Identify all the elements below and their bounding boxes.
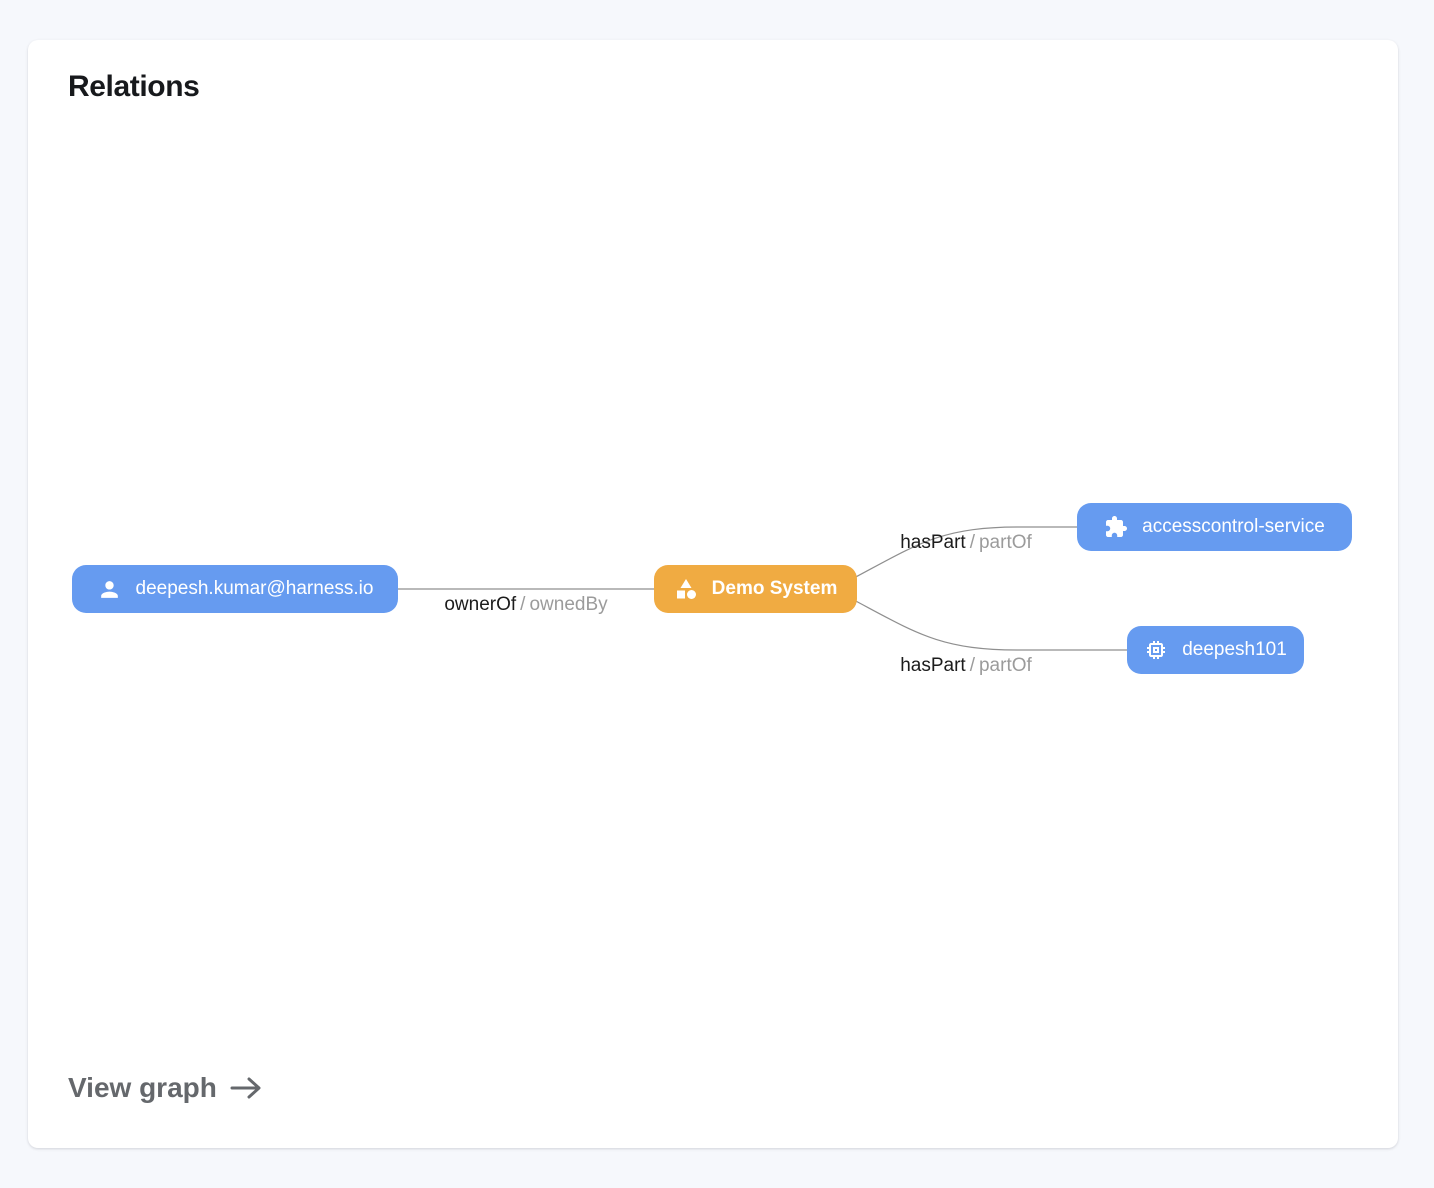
node-label: deepesh.kumar@harness.io <box>135 578 374 599</box>
person-icon <box>97 577 122 602</box>
puzzle-icon <box>1104 515 1128 539</box>
relations-graph: deepesh.kumar@harness.io Demo System acc… <box>28 40 1398 1148</box>
arrow-right-icon <box>229 1075 263 1101</box>
node-user[interactable]: deepesh.kumar@harness.io <box>72 565 398 613</box>
card-title: Relations <box>68 70 200 103</box>
node-label: accesscontrol-service <box>1142 516 1325 537</box>
chip-icon <box>1144 638 1168 662</box>
node-system[interactable]: Demo System <box>654 565 857 613</box>
relations-card: Relations deepesh.kumar@harness.io <box>28 40 1398 1148</box>
edge-label-haspart-bottom: hasPart/partOf <box>900 655 1032 676</box>
view-graph-label: View graph <box>68 1072 217 1103</box>
view-graph-link[interactable]: View graph <box>68 1072 263 1104</box>
node-service[interactable]: accesscontrol-service <box>1077 503 1352 551</box>
node-label: Demo System <box>711 578 838 599</box>
node-component[interactable]: deepesh101 <box>1127 626 1304 674</box>
edge-haspart-bottom <box>851 598 1136 651</box>
edge-label-owner: ownerOf/ownedBy <box>444 594 608 615</box>
edge-label-haspart-top: hasPart/partOf <box>900 532 1032 553</box>
node-label: deepesh101 <box>1182 639 1287 660</box>
category-icon <box>674 577 698 601</box>
